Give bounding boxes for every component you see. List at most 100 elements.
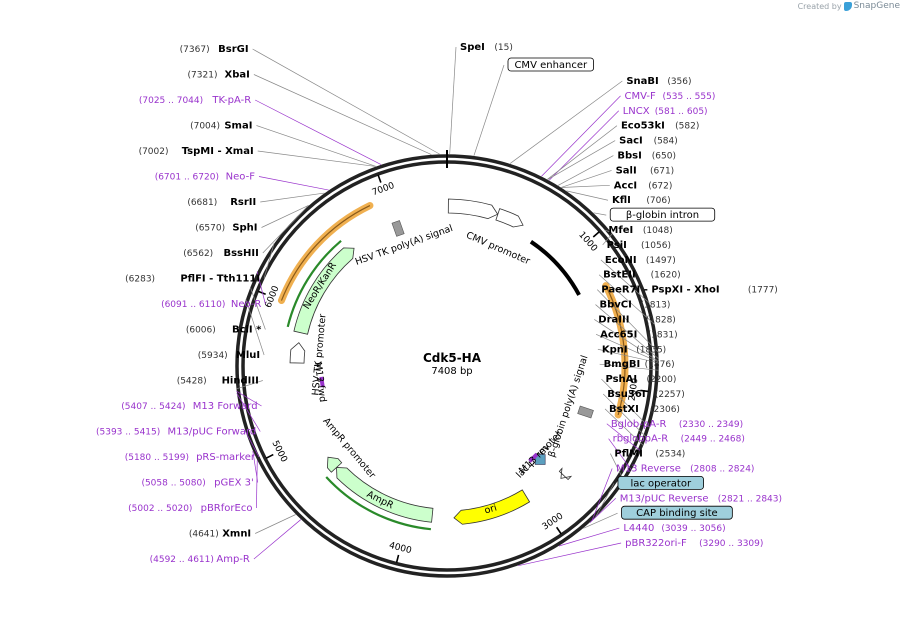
site-label: EcoNI	[605, 255, 637, 266]
leader-line	[258, 176, 329, 191]
tick-label: 4000	[388, 541, 413, 556]
site-label: BstEII	[603, 270, 636, 281]
leader-line	[583, 512, 618, 529]
site-coordinate: (6562)	[183, 249, 213, 259]
leader-line	[547, 140, 616, 180]
site-label: BmgBI	[604, 359, 641, 370]
site-label: KflI	[612, 195, 631, 206]
site-coordinate: (2200)	[646, 375, 676, 385]
site-coordinate: (3290 .. 3309)	[699, 539, 763, 549]
leader-line	[509, 80, 623, 164]
site-label: Eco53kI	[621, 121, 665, 132]
leader-line	[589, 498, 616, 523]
site-coordinate: (581 .. 605)	[655, 107, 708, 117]
credit-brand: SnapGene	[853, 1, 900, 11]
site-coordinate: (1831)	[648, 330, 678, 340]
site-coordinate: (5934)	[198, 351, 228, 361]
site-coordinate: (5058 .. 5080)	[141, 479, 205, 489]
plasmid-size: 7408 bp	[431, 366, 472, 377]
site-coordinate: (7004)	[190, 122, 220, 132]
leader-line	[255, 514, 296, 534]
leader-line	[261, 205, 309, 228]
promoter-arrow	[495, 208, 524, 228]
site-label: MfeI	[608, 225, 633, 236]
site-label: pRS-marker	[196, 452, 256, 463]
site-coordinate: (5002 .. 5020)	[128, 504, 192, 514]
site-coordinate: (6570)	[195, 224, 225, 234]
label-layer: SnaBI(356)CMV-F(535 .. 555)LNCX(581 .. 6…	[96, 42, 782, 565]
site-coordinate: (650)	[652, 152, 676, 162]
feature-box-label	[621, 505, 733, 520]
feature-box-text: lac operator	[630, 478, 691, 489]
tick-label: 3000	[541, 511, 566, 532]
feature-label: HSV TK poly(A) signal	[354, 223, 455, 268]
leader-line	[252, 48, 440, 155]
site-coordinate: (5180 .. 5199)	[125, 453, 189, 463]
leader-line-layer	[236, 46, 660, 567]
site-label: TspMI - XmaI	[182, 146, 254, 157]
site-label: LNCX	[623, 106, 650, 117]
leader-line	[597, 348, 660, 364]
site-label: PsiI	[607, 240, 627, 251]
leader-line	[595, 483, 615, 518]
site-coordinate: (3039 .. 3056)	[661, 524, 725, 534]
site-label: HindIII	[222, 376, 259, 387]
site-coordinate: (1813)	[640, 301, 670, 311]
site-label: SpeI	[460, 42, 485, 53]
feature-label: M13 fwd	[312, 362, 328, 403]
site-label: SphI	[232, 223, 257, 234]
site-coordinate: (5428)	[177, 377, 207, 387]
site-coordinate: (7002)	[139, 147, 169, 157]
site-label: BstXI	[609, 404, 639, 415]
site-coordinate: (2534)	[655, 450, 685, 460]
site-label: Acc65I	[600, 329, 637, 340]
site-coordinate: (2808 .. 2824)	[690, 464, 754, 474]
site-coordinate: (1497)	[646, 256, 676, 266]
site-coordinate: (6283)	[125, 275, 155, 285]
leader-line	[236, 390, 262, 407]
leader-line	[602, 233, 613, 246]
site-coordinate: (1048)	[643, 226, 673, 236]
site-coordinate: (15)	[494, 43, 512, 53]
site-coordinate: (2821 .. 2843)	[718, 494, 782, 504]
feature-label: NeoR/KanR	[301, 260, 339, 311]
site-coordinate: (2257)	[655, 390, 685, 400]
site-label: pBR322ori-F	[625, 538, 687, 549]
tick-label: 7000	[371, 181, 396, 198]
leader-line	[253, 74, 432, 155]
leader-line	[600, 259, 650, 304]
tick-mark	[395, 554, 400, 563]
feature-box-text: CMV enhancer	[514, 60, 588, 71]
tick-label: 6000	[264, 284, 282, 309]
feature-arrow	[289, 342, 306, 364]
leader-line	[260, 192, 325, 203]
leader-line	[598, 274, 656, 325]
site-coordinate: (7367)	[180, 45, 210, 55]
site-label: pBRforEco	[201, 503, 253, 514]
site-coordinate: (1777)	[748, 286, 778, 296]
leader-line	[473, 64, 505, 156]
leader-line	[236, 393, 261, 432]
site-coordinate: (1056)	[641, 241, 671, 251]
tick-mark	[257, 290, 266, 296]
snapgene-logo-icon	[843, 1, 852, 11]
leader-line	[591, 468, 613, 521]
site-label: AccI	[614, 180, 637, 191]
site-coordinate: (1828)	[646, 315, 676, 325]
site-coordinate: (672)	[648, 181, 672, 191]
tick-mark	[640, 389, 649, 393]
tick-label: 2000	[628, 377, 641, 401]
site-coordinate: (6006)	[186, 326, 216, 336]
site-label: PflFI - Tth111I	[180, 274, 260, 285]
site-label: XmnI	[222, 529, 251, 540]
site-coordinate: (6681)	[187, 198, 217, 208]
site-label: KpnI	[602, 344, 628, 355]
feature-box-text: CAP binding site	[636, 508, 718, 519]
tick-mark	[377, 174, 382, 183]
leader-line	[547, 125, 618, 180]
site-label: Neo-F	[226, 172, 256, 183]
site-coordinate: (7025 .. 7044)	[139, 96, 203, 106]
leader-line	[518, 542, 622, 567]
tick-mark	[592, 231, 600, 238]
site-label: SmaI	[224, 121, 252, 132]
